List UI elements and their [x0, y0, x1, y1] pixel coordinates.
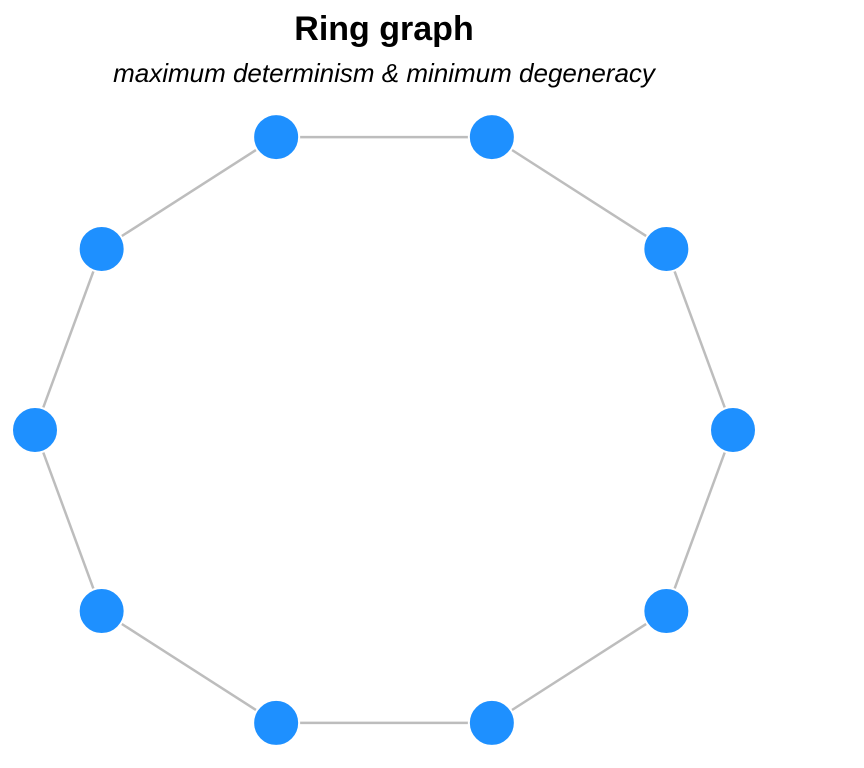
graph-edge — [491, 136, 668, 251]
graph-node — [467, 113, 516, 162]
graph-edge — [33, 248, 103, 431]
graph-node — [11, 406, 59, 454]
graph-node — [77, 587, 126, 636]
graph-subtitle: maximum determinism & minimum degeneracy — [113, 58, 655, 88]
graph-node — [252, 113, 301, 162]
graph-edge — [491, 609, 668, 724]
graph-node — [467, 698, 516, 747]
nodes-layer — [11, 113, 757, 747]
graph-edge — [665, 429, 735, 612]
graph-edge — [100, 136, 277, 251]
graph-node — [642, 224, 691, 273]
graph-edge — [33, 429, 103, 612]
edges-layer — [33, 135, 735, 725]
graph-edge — [100, 609, 277, 724]
graph-edge — [665, 248, 735, 431]
graph-title: Ring graph — [294, 10, 474, 48]
graph-node — [252, 698, 301, 747]
graph-node — [77, 224, 126, 273]
graph-node — [642, 587, 691, 636]
graph-node — [709, 406, 757, 454]
